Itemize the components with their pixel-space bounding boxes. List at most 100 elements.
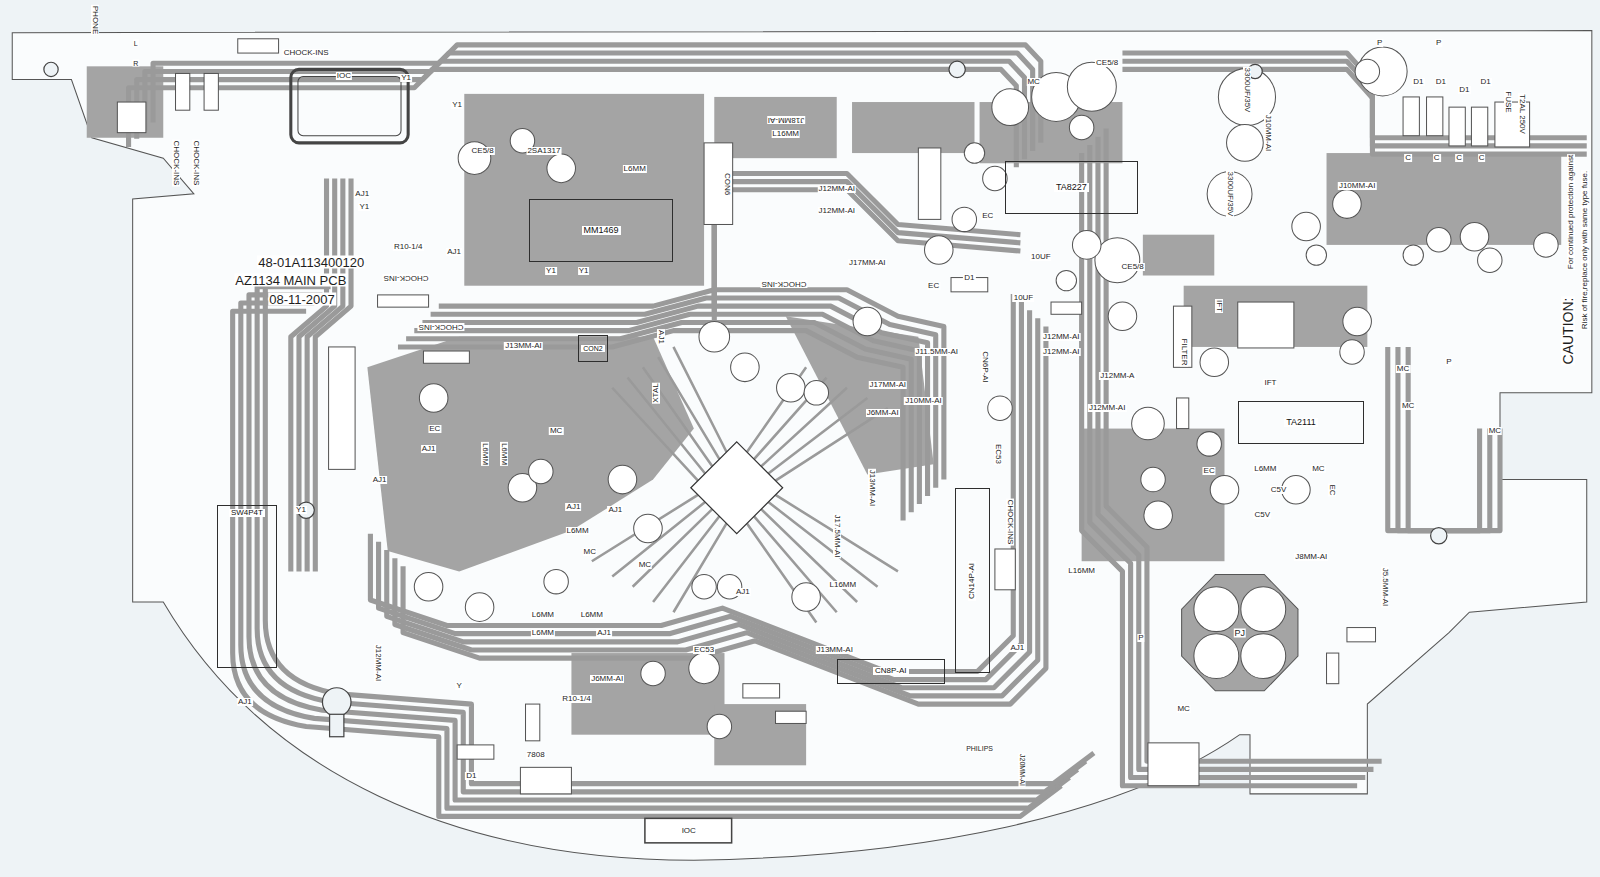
- copper-trace: [1090, 145, 1366, 778]
- silkscreen-label: IFT: [1263, 379, 1277, 387]
- silkscreen-label: EC: [927, 282, 940, 290]
- board-outline: [12, 31, 1592, 861]
- silkscreen-label: J6MM-AI: [866, 409, 900, 417]
- silkscreen-label: L6MM: [580, 611, 604, 619]
- component-outline: SW4P4T: [217, 505, 276, 668]
- component-pad: [1238, 302, 1294, 348]
- silkscreen-label: J11.5MM-AI: [914, 348, 959, 356]
- silkscreen-label: C: [1478, 154, 1486, 162]
- component-pad: [918, 148, 940, 219]
- capacitor-symbol: [988, 396, 1012, 420]
- component-pad: [117, 102, 146, 133]
- silkscreen-label: Y1: [400, 74, 412, 82]
- silkscreen-label: FUSE: [1504, 90, 1512, 113]
- silkscreen-label: AJ1: [657, 329, 665, 345]
- silkscreen-label: MC: [1401, 402, 1415, 410]
- capacitor-symbol: [1144, 501, 1173, 530]
- part-name: CN14P-AI: [968, 561, 976, 601]
- capacitor-symbol: [1200, 348, 1229, 377]
- capacitor-symbol: [1292, 212, 1321, 241]
- capacitor-symbol: [1227, 124, 1264, 161]
- jack-pinout: [1194, 634, 1239, 679]
- silkscreen-label: C5V: [1270, 486, 1288, 494]
- copper-trace: [414, 314, 919, 504]
- silkscreen-label: J12MM-A: [1099, 372, 1135, 380]
- silkscreen-label: J13MM-AI: [868, 469, 876, 507]
- capacitor-symbol: [608, 465, 637, 494]
- component-pad: [526, 704, 540, 741]
- component-pad: [378, 295, 429, 307]
- silkscreen-label: L6MM: [500, 442, 508, 466]
- component-pad: [1403, 97, 1419, 136]
- capacitor-symbol: [641, 661, 665, 685]
- silkscreen-label: EC: [428, 425, 441, 433]
- cutout-window: [291, 69, 408, 142]
- silkscreen-label: CAUTION:: [1561, 296, 1575, 365]
- component-pad: [1051, 302, 1082, 314]
- silkscreen-label: For continued protection against: [1567, 154, 1575, 270]
- copper-trace: [398, 331, 903, 521]
- silkscreen-label: MC: [1176, 705, 1190, 713]
- component-pad: [995, 549, 1015, 590]
- capacitor-symbol: [1427, 228, 1451, 252]
- capacitor-symbol: [544, 569, 568, 593]
- silkscreen-label: PHILIPS: [965, 744, 994, 751]
- silkscreen-label: C: [1455, 154, 1463, 162]
- capacitor-symbol: [419, 384, 448, 413]
- component-pad: [1148, 743, 1199, 786]
- capacitor-symbol: [1210, 476, 1239, 505]
- copper-area: [464, 94, 704, 286]
- silkscreen-label: P: [1376, 39, 1383, 47]
- capacitor-symbol: [529, 459, 553, 483]
- silkscreen-label: AJ1: [1009, 644, 1025, 652]
- capacitor-symbol: [414, 572, 443, 601]
- copper-trace: [1122, 61, 1586, 146]
- capacitor-symbol: [547, 154, 576, 183]
- silkscreen-label: P: [1435, 39, 1442, 47]
- silkscreen-label: AJ1: [446, 248, 462, 256]
- silkscreen-label: PJ: [1234, 628, 1247, 637]
- silkscreen-label: D1: [1458, 86, 1470, 94]
- silkscreen-label: 10UF: [1013, 294, 1035, 302]
- silkscreen-label: 7808: [526, 751, 546, 759]
- silkscreen-label: R10-1/4: [561, 695, 591, 703]
- silkscreen-label: 48-01A113400120: [257, 256, 365, 269]
- copper-trace: [265, 279, 1094, 784]
- capacitor-symbol: [1056, 270, 1076, 290]
- silkscreen-label: J17MM-AI: [848, 259, 886, 267]
- component-outline: CON2: [578, 335, 609, 363]
- silkscreen-label: D1: [1435, 78, 1447, 86]
- silkscreen-label: D1: [1412, 78, 1424, 86]
- copper-area: [1082, 429, 1225, 562]
- silkscreen-label: MC: [1311, 465, 1325, 473]
- mounting-hole: [322, 688, 351, 717]
- component-pad: [1177, 398, 1189, 429]
- silkscreen-label: P: [1137, 634, 1144, 642]
- silkscreen-label: L16MM: [829, 581, 858, 589]
- silkscreen-label: R: [132, 60, 139, 67]
- silkscreen-label: J12MM-AI: [1042, 348, 1080, 356]
- silkscreen-label: D1: [963, 274, 975, 282]
- silkscreen-label: L16MM: [1067, 567, 1096, 575]
- capacitor-symbol: [1067, 62, 1116, 111]
- capacitor-symbol: [924, 236, 953, 265]
- component-outline: CN14P-AI: [955, 488, 990, 674]
- silkscreen-label: CHOCK-INS: [172, 140, 180, 187]
- silkscreen-label: EC53: [693, 646, 715, 654]
- silkscreen-label: J12MM-AI: [374, 644, 382, 682]
- silkscreen-label: J17MM-AI: [869, 381, 907, 389]
- copper-trace: [431, 298, 936, 488]
- silkscreen-label: J6MM-AI: [590, 675, 624, 683]
- chip-fanout: [592, 347, 898, 623]
- silkscreen-label: CHOCK-INS: [283, 49, 330, 57]
- component-outline: MM1469: [529, 199, 674, 262]
- silkscreen-label: CHOCK-INS: [417, 323, 464, 331]
- silkscreen-label: J10MM-AI: [904, 397, 942, 405]
- capacitor-symbol: [414, 47, 1558, 739]
- capacitor-symbol: [1534, 233, 1558, 257]
- capacitor-symbol: [1069, 115, 1093, 139]
- copper-trace: [1408, 347, 1500, 531]
- silkscreen-label: L6MM: [531, 629, 555, 637]
- capacitor-symbol: [804, 381, 828, 405]
- component-pad: [1173, 306, 1191, 367]
